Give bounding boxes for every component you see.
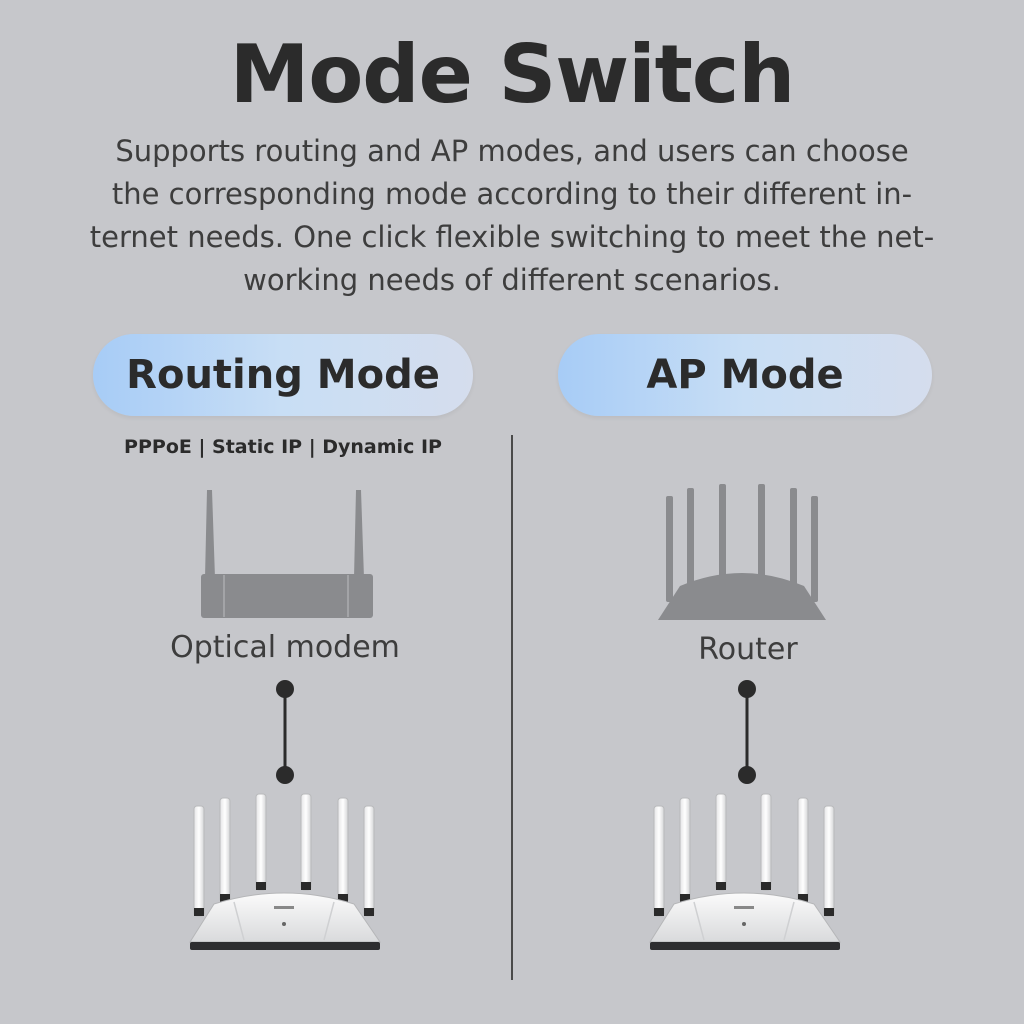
routing-supported-connections: PPPoE | Static IP | Dynamic IP bbox=[124, 436, 442, 458]
description: Supports routing and AP modes, and users… bbox=[60, 130, 964, 302]
router-label: Router bbox=[698, 632, 798, 667]
description-line: Supports routing and AP modes, and users… bbox=[115, 134, 909, 168]
connection-line bbox=[276, 680, 294, 784]
description-line: ternet needs. One click flexible switchi… bbox=[89, 220, 935, 254]
optical-modem-icon bbox=[201, 490, 373, 618]
description-line: working needs of different scenarios. bbox=[243, 263, 781, 297]
page-title: Mode Switch bbox=[229, 28, 796, 121]
wifi-router-product bbox=[189, 793, 381, 950]
column-divider bbox=[511, 435, 513, 980]
description-line: the corresponding mode according to thei… bbox=[111, 177, 913, 211]
ap-mode-pill: AP Mode bbox=[558, 334, 932, 416]
routing-mode-pill: Routing Mode bbox=[93, 334, 473, 416]
connection-line bbox=[738, 680, 756, 784]
optical-modem-label: Optical modem bbox=[170, 630, 400, 665]
router-icon bbox=[658, 484, 826, 620]
wifi-router-product bbox=[649, 793, 841, 950]
